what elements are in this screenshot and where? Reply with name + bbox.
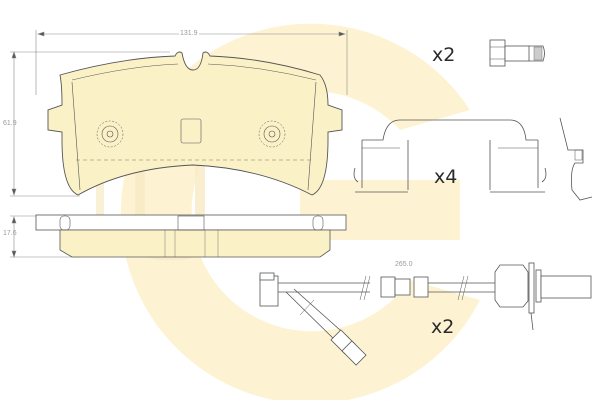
brake-pad-side-view xyxy=(35,214,347,258)
clip-quantity-label: x4 xyxy=(434,166,458,188)
bolt-quantity-label: x2 xyxy=(432,44,456,66)
brake-pad-front-view xyxy=(47,51,343,196)
dimension-width-label: 131.9 xyxy=(179,30,199,37)
sensor-quantity-label: x2 xyxy=(431,316,455,338)
dimension-height-label: 61.9 xyxy=(3,120,17,127)
dimension-height xyxy=(10,51,170,197)
dimension-thickness xyxy=(10,215,80,258)
mounting-bolt-icon xyxy=(489,39,545,67)
dimension-width xyxy=(35,30,348,95)
dimension-thickness-label: 17.6 xyxy=(3,230,17,237)
retaining-clip-icon xyxy=(353,117,593,201)
dimension-sensor-length-label: 265.0 xyxy=(395,261,413,268)
wear-sensor-icon xyxy=(259,262,592,366)
